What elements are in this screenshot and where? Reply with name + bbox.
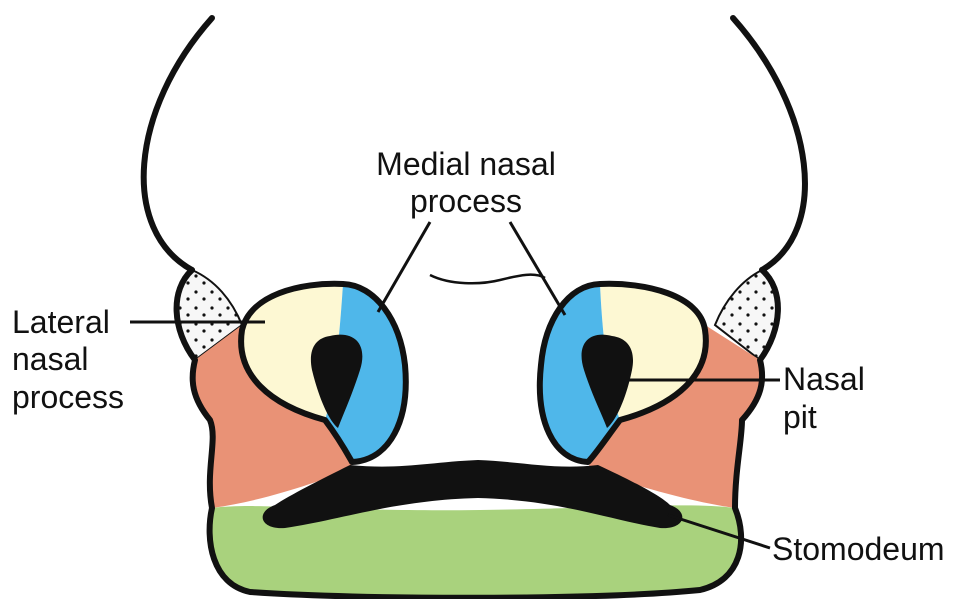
leader-medial-left <box>378 222 430 312</box>
label-medial-nasal-process-1: Medial nasal <box>376 146 556 182</box>
leader-medial-right <box>510 222 565 315</box>
label-lateral-nasal-process-1: Lateral <box>12 304 110 340</box>
head-outline <box>144 18 212 270</box>
head-outline-right <box>733 18 805 270</box>
nasal-bridge-line <box>430 275 545 284</box>
label-medial-nasal-process-2: process <box>410 183 522 219</box>
label-lateral-nasal-process-3: process <box>12 379 124 415</box>
label-stomodeum: Stomodeum <box>772 531 945 567</box>
label-lateral-nasal-process-2: nasal <box>12 341 89 377</box>
label-nasal-pit-1: Nasal <box>783 361 865 397</box>
label-nasal-pit-2: pit <box>783 399 817 435</box>
